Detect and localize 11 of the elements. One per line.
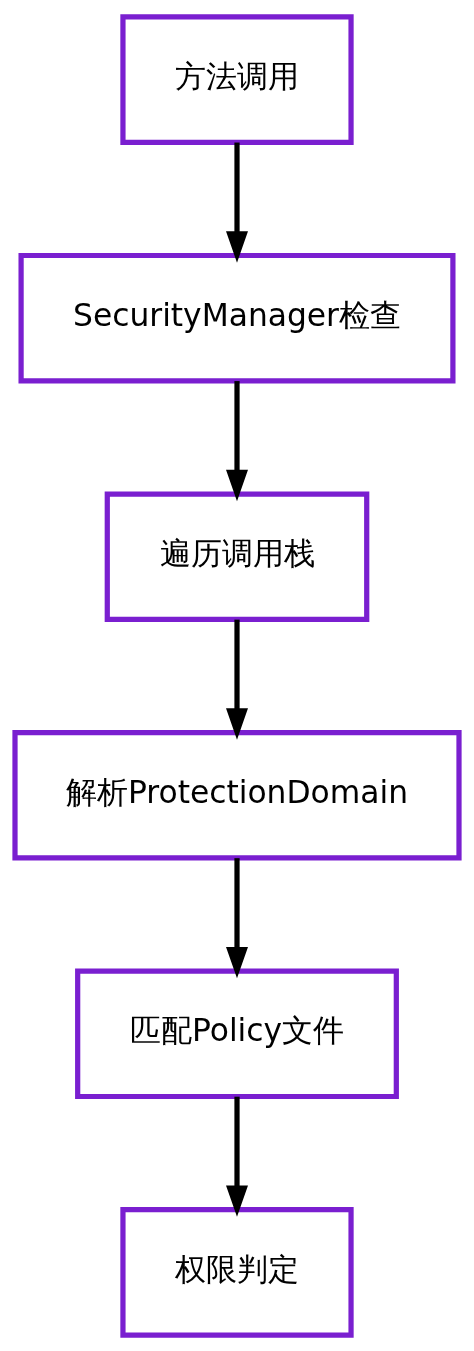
node-box: 匹配Policy文件 (75, 968, 399, 1099)
arrow (226, 1096, 248, 1217)
node-box: 遍历调用栈 (104, 490, 370, 622)
node-box: 解析ProtectionDomain (12, 729, 462, 861)
node-box: 权限判定 (120, 1206, 354, 1338)
node-box: SecurityManager检查 (18, 252, 456, 383)
arrow (226, 857, 248, 978)
arrow (226, 380, 248, 501)
arrow (226, 142, 248, 263)
arrow (226, 619, 248, 740)
node-box: 方法调用 (120, 13, 354, 145)
